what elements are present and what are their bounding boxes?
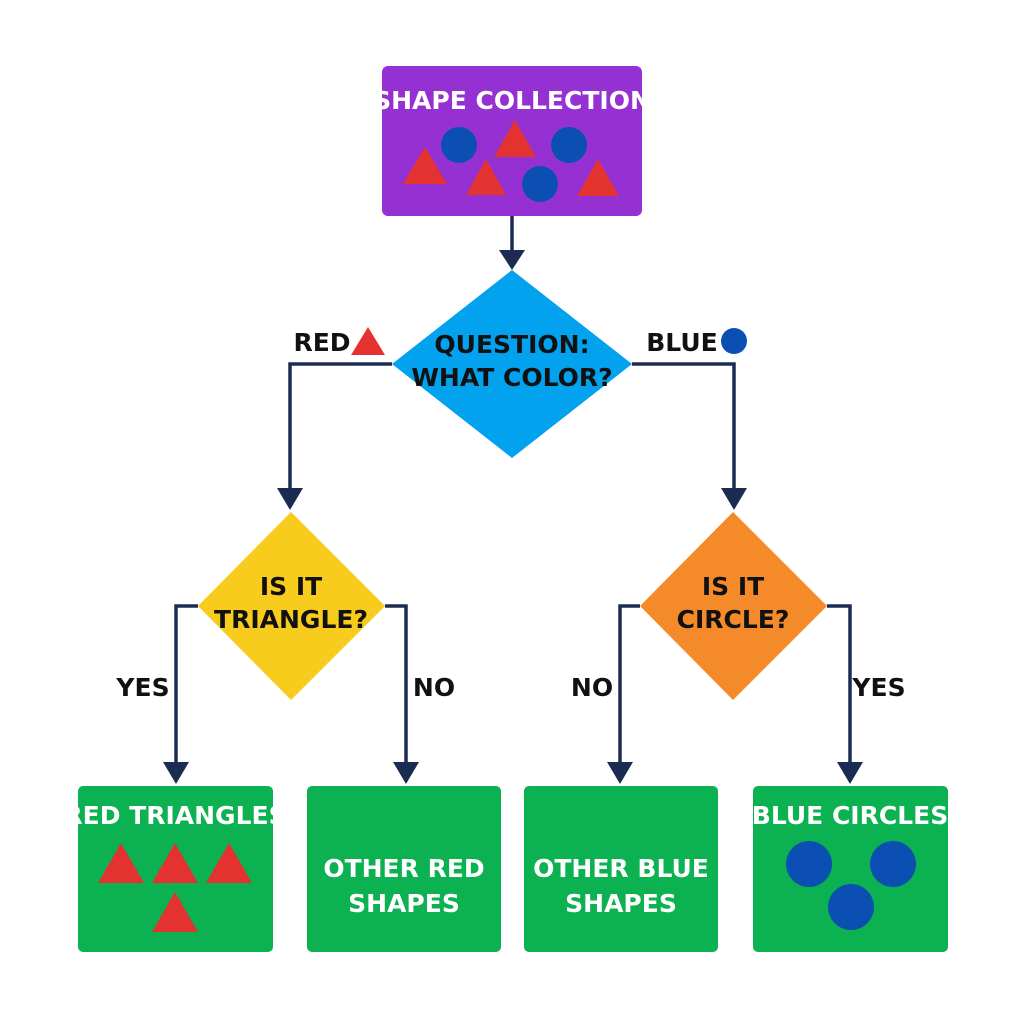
connector-circle-no xyxy=(618,604,640,768)
result-blue-circles-box xyxy=(753,786,948,952)
circle-icon xyxy=(551,127,587,163)
circle-yes-label: YES xyxy=(851,673,905,702)
triangle-icon xyxy=(206,843,252,883)
arrowhead-triangle-no xyxy=(393,762,419,784)
circle-no-label: NO xyxy=(571,673,613,702)
triangle-question-line2: TRIANGLE? xyxy=(214,605,368,634)
color-question-node: QUESTION: WHAT COLOR? xyxy=(392,270,632,458)
triangle-question-diamond xyxy=(198,512,385,700)
triangle-icon xyxy=(152,843,198,883)
circle-question-diamond xyxy=(640,512,827,700)
triangle-icon xyxy=(494,120,536,157)
connector-question-to-circle-question xyxy=(632,362,736,492)
result-blue-circles: BLUE CIRCLES xyxy=(752,786,948,952)
connectors xyxy=(163,216,863,784)
arrowhead-triangle-yes xyxy=(163,762,189,784)
connector-triangle-yes xyxy=(174,604,198,768)
circle-question-line1: IS IT xyxy=(702,572,764,601)
circle-icon xyxy=(786,841,832,887)
result-other-red-box xyxy=(307,786,501,952)
color-question-line2: WHAT COLOR? xyxy=(411,363,612,392)
circle-icon xyxy=(828,884,874,930)
triangle-question-node: IS IT TRIANGLE? xyxy=(198,512,385,700)
result-other-red-line1: OTHER RED xyxy=(323,854,484,883)
circle-question-node: IS IT CIRCLE? xyxy=(640,512,827,700)
color-question-diamond xyxy=(392,270,632,458)
triangle-yes-label: YES xyxy=(115,673,169,702)
color-question-line1: QUESTION: xyxy=(434,330,589,359)
triangle-no-label: NO xyxy=(413,673,455,702)
arrowhead-start-to-question xyxy=(499,250,525,270)
arrowhead-question-to-circle-question xyxy=(721,488,747,510)
triangle-icon xyxy=(403,147,447,184)
result-other-blue-line2: SHAPES xyxy=(565,889,677,918)
result-other-blue: OTHER BLUE SHAPES xyxy=(524,786,718,952)
result-blue-circles-title: BLUE CIRCLES xyxy=(752,801,948,830)
result-other-red: OTHER RED SHAPES xyxy=(307,786,501,952)
triangle-icon xyxy=(98,843,144,883)
triangle-icon xyxy=(152,892,198,932)
circle-icon xyxy=(522,166,558,202)
result-other-red-line2: SHAPES xyxy=(348,889,460,918)
circle-icon xyxy=(721,328,747,354)
result-red-triangles-title: RED TRIANGLES xyxy=(63,801,286,830)
circle-icon xyxy=(870,841,916,887)
connector-circle-yes xyxy=(827,604,852,768)
blue-branch-text: BLUE xyxy=(646,328,717,357)
triangle-question-line1: IS IT xyxy=(260,572,322,601)
circle-icon xyxy=(441,127,477,163)
connector-question-to-triangle-question xyxy=(288,362,392,492)
start-node: SHAPE COLLECTION xyxy=(373,66,651,216)
triangle-icon xyxy=(466,159,506,195)
arrowhead-circle-yes xyxy=(837,762,863,784)
start-node-shapes xyxy=(403,120,619,202)
result-other-blue-line1: OTHER BLUE xyxy=(533,854,709,883)
result-other-blue-box xyxy=(524,786,718,952)
red-branch-text: RED xyxy=(293,328,350,357)
arrowhead-question-to-triangle-question xyxy=(277,488,303,510)
triangle-icon xyxy=(577,159,619,196)
red-branch-label: RED xyxy=(293,327,385,357)
result-red-triangles: RED TRIANGLES xyxy=(63,786,287,952)
circle-question-line2: CIRCLE? xyxy=(677,605,790,634)
arrowhead-circle-no xyxy=(607,762,633,784)
triangle-icon xyxy=(351,327,385,355)
start-node-title: SHAPE COLLECTION xyxy=(373,86,651,115)
connector-triangle-no xyxy=(385,604,408,768)
blue-branch-label: BLUE xyxy=(646,328,747,357)
